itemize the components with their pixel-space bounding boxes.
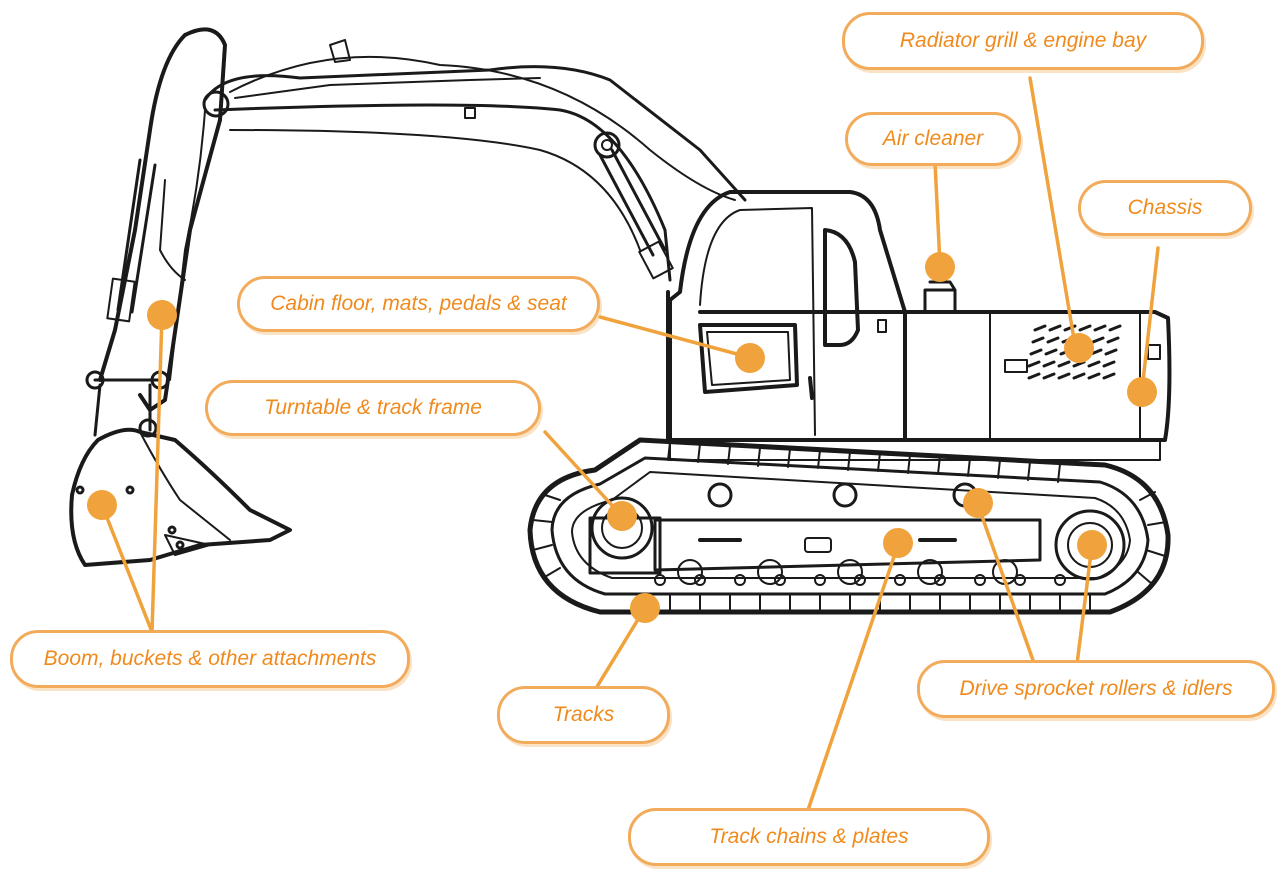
leader-lines bbox=[100, 76, 1160, 812]
leader-sprocket-2 bbox=[1073, 543, 1094, 682]
hotspot-sprocket bbox=[1077, 530, 1107, 560]
leader-air-cleaner bbox=[933, 160, 942, 267]
callout-tracks: Tracks bbox=[497, 686, 670, 744]
leader-chassis bbox=[1140, 246, 1160, 392]
callout-boom: Boom, buckets & other attachments bbox=[10, 630, 410, 688]
callout-chains: Track chains & plates bbox=[628, 808, 990, 866]
callout-sprocket: Drive sprocket rollers & idlers bbox=[917, 660, 1275, 718]
hotspot-turntable bbox=[607, 501, 637, 531]
leader-chains bbox=[806, 543, 900, 812]
arm bbox=[85, 27, 227, 438]
callout-radiator: Radiator grill & engine bay bbox=[842, 12, 1204, 70]
hotspot-cabin bbox=[735, 343, 765, 373]
leader-radiator bbox=[1028, 76, 1077, 347]
leader-cabin bbox=[598, 315, 750, 359]
hotspot-radiator bbox=[1064, 333, 1094, 363]
hotspot-boom bbox=[147, 300, 177, 330]
callout-chassis: Chassis bbox=[1078, 180, 1252, 236]
leader-boom-2 bbox=[100, 503, 154, 634]
leader-tracks bbox=[593, 606, 647, 692]
hotspot-tracks bbox=[630, 593, 660, 623]
hotspot-chassis bbox=[1127, 377, 1157, 407]
bucket bbox=[69, 427, 292, 567]
callout-cabin: Cabin floor, mats, pedals & seat bbox=[237, 276, 600, 332]
hotspots bbox=[87, 252, 1157, 623]
callout-air-cleaner: Air cleaner bbox=[845, 112, 1021, 166]
hotspot-chains bbox=[883, 528, 913, 558]
hotspot-bucket bbox=[87, 490, 117, 520]
callout-turntable: Turntable & track frame bbox=[205, 380, 541, 436]
cab bbox=[668, 190, 907, 442]
leader-turntable bbox=[543, 430, 622, 516]
hotspot-air-cleaner bbox=[925, 252, 955, 282]
boom bbox=[202, 39, 747, 282]
leader-sprocket-1 bbox=[976, 503, 1042, 682]
leader-boom-1 bbox=[150, 313, 164, 634]
hotspot-roller bbox=[963, 488, 993, 518]
